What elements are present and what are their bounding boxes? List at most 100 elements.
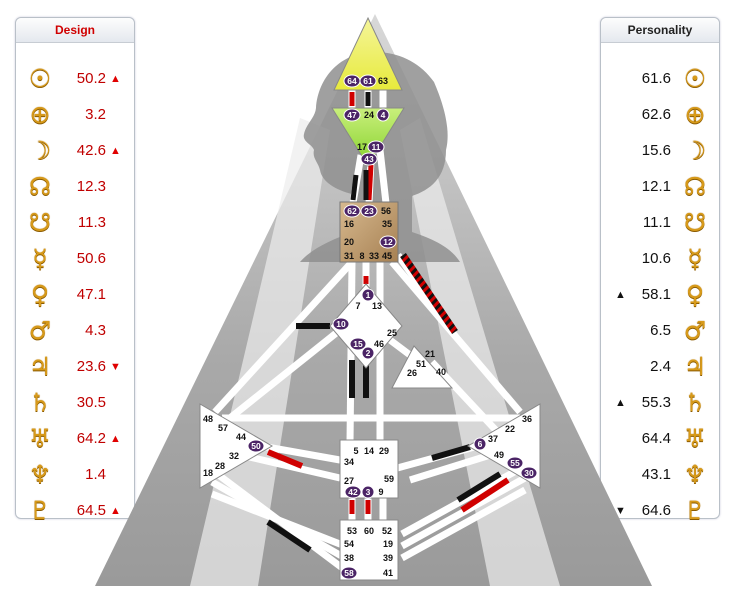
active-gate-badge xyxy=(361,346,375,360)
active-gate-badge xyxy=(379,235,397,249)
gate-number: 60 xyxy=(364,526,374,536)
planet-gate-value: 62.6 xyxy=(641,106,671,123)
gate-13: 13 xyxy=(372,301,382,311)
planet-gate-value: 61.6 xyxy=(641,70,671,87)
gate-number: 38 xyxy=(344,553,354,563)
gate-57: 57 xyxy=(218,423,228,433)
planet-gate-value: 23.6 xyxy=(76,358,106,375)
gate-number: 52 xyxy=(382,526,392,536)
planet-row: ♆43.1 xyxy=(601,457,719,493)
gate-27: 27 xyxy=(344,476,354,486)
gate-25: 25 xyxy=(387,328,397,338)
head-center xyxy=(333,16,403,91)
gate-61: 61 xyxy=(359,74,377,88)
planet-gate-value: 30.5 xyxy=(76,394,106,411)
planet-row: ♂ 4.3 xyxy=(16,313,134,349)
gate-number: 8 xyxy=(359,251,364,261)
active-gate-badge xyxy=(360,152,378,166)
planet-gate-value: 55.3 xyxy=(641,394,671,411)
gate-number: 59 xyxy=(384,474,394,484)
gate-number: 16 xyxy=(344,219,354,229)
channel-50-27 xyxy=(266,449,304,469)
gate-number: 35 xyxy=(382,219,392,229)
gate-23: 23 xyxy=(360,204,378,218)
gate-number: 13 xyxy=(372,301,382,311)
gate-number: 46 xyxy=(374,339,384,349)
gate-6: 6 xyxy=(473,437,487,451)
gate-number: 33 xyxy=(369,251,379,261)
exalted-arrow-icon: ▲ xyxy=(110,73,121,85)
detriment-arrow-icon: ▼ xyxy=(110,361,121,373)
gate-12: 12 xyxy=(379,235,397,249)
active-gate-badge xyxy=(361,288,375,302)
channel-58-18 xyxy=(266,519,312,553)
planet-row: ☉61.6 xyxy=(601,61,719,97)
gate-number: 12 xyxy=(383,237,393,247)
mars-icon: ♂ xyxy=(28,316,52,345)
gate-number: 45 xyxy=(382,251,392,261)
gate-number: 50 xyxy=(251,441,261,451)
gate-number: 58 xyxy=(344,568,354,578)
channel-17-62 xyxy=(350,174,359,201)
gate-50: 50 xyxy=(247,439,265,453)
south-node-icon: ☋ xyxy=(28,208,52,237)
gate-56: 56 xyxy=(381,206,391,216)
planet-row: ♆1.4 xyxy=(16,457,134,493)
gate-18: 18 xyxy=(203,468,213,478)
exalted-arrow-icon: ▲ xyxy=(615,397,626,409)
gate-44: 44 xyxy=(236,432,246,442)
uranus-icon: ♅ xyxy=(683,424,707,453)
gate-39: 39 xyxy=(383,553,393,563)
gate-49: 49 xyxy=(494,450,504,460)
gate-number: 1 xyxy=(366,290,371,300)
active-gate-badge xyxy=(367,140,385,154)
venus-icon: ♀ xyxy=(30,280,50,309)
planet-gate-value: 12.1 xyxy=(641,178,671,195)
gate-number: 14 xyxy=(364,446,374,456)
design-panel-title: Design xyxy=(16,18,134,43)
saturn-icon: ♄ xyxy=(683,388,707,417)
moon-icon: ☽ xyxy=(683,136,707,165)
gate-37: 37 xyxy=(488,434,498,444)
planet-gate-value: 64.4 xyxy=(641,430,671,447)
gate-34: 34 xyxy=(344,457,354,467)
gate-17: 17 xyxy=(357,142,367,152)
planet-gate-value: 4.3 xyxy=(85,322,106,339)
solar-plexus-center xyxy=(467,403,541,489)
gate-15: 15 xyxy=(349,337,367,351)
planet-gate-value: 6.5 xyxy=(650,322,671,339)
planet-row: ☉50.2▲ xyxy=(16,61,134,97)
gate-10: 10 xyxy=(332,317,350,331)
active-gate-badge xyxy=(506,456,524,470)
gate-number: 57 xyxy=(218,423,228,433)
active-gate-badge xyxy=(349,337,367,351)
planet-row: ♄ 55.3 ▲ xyxy=(601,385,719,421)
design-panel: Design ☉50.2▲⊕3.2☽42.6▲☊12.3☋11.3☿50.6♀4… xyxy=(15,17,135,525)
gate-54: 54 xyxy=(344,539,354,549)
channel-11-56 xyxy=(366,164,374,201)
gate-number: 48 xyxy=(203,414,213,424)
gate-24: 24 xyxy=(364,110,374,120)
north-node-icon: ☊ xyxy=(683,172,707,201)
gate-number: 21 xyxy=(425,349,435,359)
gate-number: 56 xyxy=(381,206,391,216)
gate-8: 8 xyxy=(359,251,364,261)
planet-row: ♃2.4 xyxy=(601,349,719,385)
gate-43: 43 xyxy=(360,152,378,166)
ego-center xyxy=(391,345,454,389)
gate-number: 22 xyxy=(505,424,515,434)
pluto-icon: ♇ xyxy=(683,496,707,525)
active-gate-badge xyxy=(344,485,362,499)
gate-63: 63 xyxy=(378,76,388,86)
gate-21: 21 xyxy=(425,349,435,359)
personality-panel: Personality ☉61.6⊕62.6☽15.6☊12.1☋11.1☿10… xyxy=(600,17,720,525)
gate-number: 34 xyxy=(344,457,354,467)
gate-number: 25 xyxy=(387,328,397,338)
exalted-arrow-icon: ▲ xyxy=(615,289,626,301)
gate-number: 29 xyxy=(379,446,389,456)
moon-icon: ☽ xyxy=(28,136,52,165)
gate-19: 19 xyxy=(383,539,393,549)
active-gate-badge xyxy=(520,466,538,480)
